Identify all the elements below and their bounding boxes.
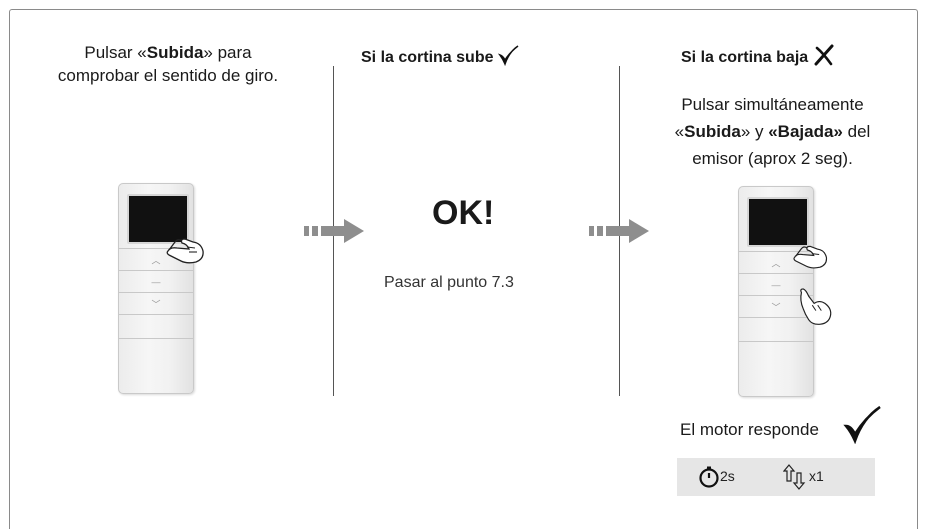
col3-instruction: Pulsar simultáneamente «Subida» y «Bajad… <box>674 95 871 168</box>
subida-label: Subida <box>684 122 741 141</box>
remote-bottom-panel <box>739 341 813 396</box>
pressing-hand-icon <box>800 288 832 325</box>
subida-label: Subida <box>146 43 204 62</box>
check-mark-icon <box>843 405 881 444</box>
remote-screen <box>747 197 809 247</box>
ok-label: OK! <box>432 194 495 232</box>
remote-down-button: ﹀ <box>739 295 813 317</box>
pressing-hand-icon <box>166 238 204 264</box>
double-arrow-right-icon <box>589 219 649 243</box>
remote-up-button: ︿ <box>739 251 813 273</box>
up-down-arrows-icon <box>783 464 806 490</box>
remote-up-button: ︿ <box>119 248 193 270</box>
remote-stop-button: — <box>119 270 193 292</box>
remote-control-icon: ︿ — ﹀ <box>118 183 194 394</box>
remote-screen <box>127 194 189 244</box>
motor-feedback-badge: 2s x1 <box>677 458 875 496</box>
double-arrow-right-icon <box>304 219 364 243</box>
cross-mark-icon <box>814 44 834 66</box>
remote-prog-button <box>739 317 813 341</box>
movement-count-label: x1 <box>809 468 824 484</box>
remote-bottom-panel <box>119 338 193 393</box>
bajada-label: «Bajada» <box>768 122 843 141</box>
pressing-hand-icon <box>793 245 828 269</box>
remote-stop-button: — <box>739 273 813 295</box>
instruction-panel-frame <box>9 9 918 529</box>
remote-prog-button <box>119 314 193 338</box>
motor-response-text: El motor responde <box>680 420 819 439</box>
check-mark-icon <box>497 45 519 67</box>
stopwatch-icon <box>699 466 719 488</box>
col3-heading: Si la cortina baja <box>681 44 835 67</box>
timer-label: 2s <box>720 468 735 484</box>
col2-heading: Si la cortina sube <box>361 44 520 67</box>
col1-instruction: Pulsar «Subida» para comprobar el sentid… <box>57 43 279 85</box>
next-step-text: Pasar al punto 7.3 <box>384 274 514 291</box>
remote-down-button: ﹀ <box>119 292 193 314</box>
